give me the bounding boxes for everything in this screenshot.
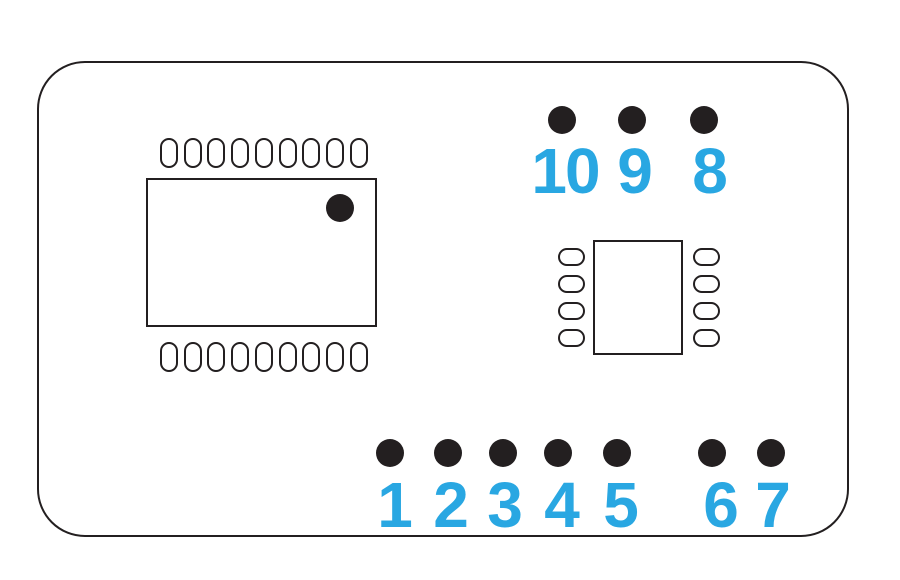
large-ic-bottom-pin: [326, 342, 344, 372]
test-point-label-1: 1: [377, 469, 413, 541]
large-ic-top-pin: [160, 138, 178, 168]
large-ic-bottom-pin: [255, 342, 273, 372]
test-point-dot-6: [698, 439, 726, 467]
test-point-dot-9: [618, 106, 646, 134]
small-ic-left-pin: [558, 302, 585, 320]
large-ic-top-pin: [302, 138, 320, 168]
test-point-dot-2: [434, 439, 462, 467]
large-ic-top-pin: [255, 138, 273, 168]
test-point-label-8: 8: [692, 135, 728, 207]
small-ic-right-pin: [693, 302, 720, 320]
test-point-dot-3: [489, 439, 517, 467]
large-ic-top-pin: [350, 138, 368, 168]
large-ic-top-pin: [207, 138, 225, 168]
large-ic-bottom-pin: [231, 342, 249, 372]
test-point-dot-10: [548, 106, 576, 134]
test-point-label-7: 7: [755, 469, 791, 541]
test-point-dot-4: [544, 439, 572, 467]
test-point-label-3: 3: [487, 469, 523, 541]
test-point-dot-1: [376, 439, 404, 467]
small-ic-left-pin: [558, 329, 585, 347]
test-point-dot-7: [757, 439, 785, 467]
large-ic-bottom-pin: [160, 342, 178, 372]
small-ic-left-pin: [558, 275, 585, 293]
test-point-label-5: 5: [603, 469, 639, 541]
test-point-label-6: 6: [703, 469, 739, 541]
large-ic-bottom-pin: [184, 342, 202, 372]
pin1-marker-dot: [326, 194, 354, 222]
test-point-label-10: 10: [531, 135, 600, 207]
large-ic-bottom-pin: [279, 342, 297, 372]
large-ic-top-pin: [231, 138, 249, 168]
large-ic-top-pin: [184, 138, 202, 168]
large-ic-top-pin: [326, 138, 344, 168]
test-point-label-4: 4: [544, 469, 580, 541]
large-ic-bottom-pin: [302, 342, 320, 372]
small-ic-right-pin: [693, 248, 720, 266]
test-point-dot-8: [690, 106, 718, 134]
small-ic-body: [593, 240, 683, 355]
large-ic-bottom-pin: [207, 342, 225, 372]
test-point-dot-5: [603, 439, 631, 467]
test-point-label-2: 2: [433, 469, 469, 541]
large-ic-top-pin: [279, 138, 297, 168]
test-point-label-9: 9: [617, 135, 653, 207]
large-ic-bottom-pin: [350, 342, 368, 372]
small-ic-right-pin: [693, 275, 720, 293]
small-ic-right-pin: [693, 329, 720, 347]
small-ic-left-pin: [558, 248, 585, 266]
